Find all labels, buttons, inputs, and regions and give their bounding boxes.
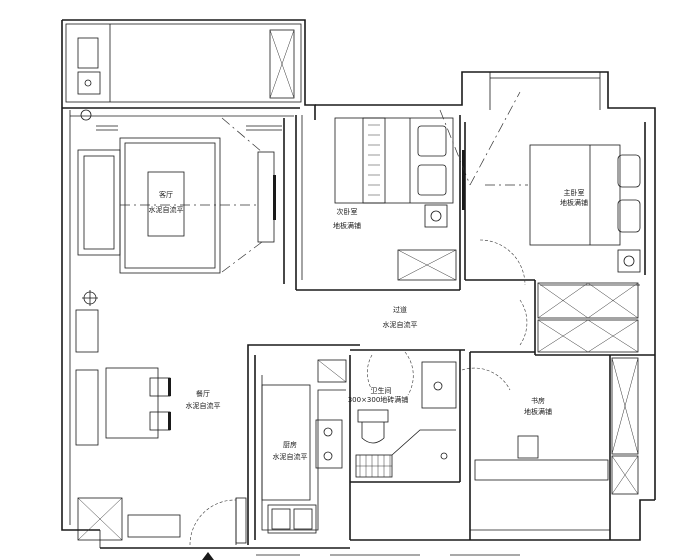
master-bedroom [464, 91, 646, 286]
outer-walls [61, 19, 656, 549]
corridor [519, 280, 655, 356]
dining-floor: 水泥自流平 [186, 401, 221, 410]
bathroom-name: 卫生间 [371, 386, 392, 395]
study [469, 351, 639, 540]
living-room-name: 客厅 [159, 190, 173, 199]
second-bedroom-name: 次卧室 [337, 207, 358, 216]
living-room [77, 37, 285, 284]
second-bedroom-floor: 地板满铺 [333, 221, 361, 230]
radiator [96, 125, 282, 131]
kitchen [247, 344, 360, 545]
kitchen-name: 厨房 [283, 440, 297, 449]
master-bedroom-name: 主卧室 [564, 188, 585, 197]
corridor-name: 过道 [393, 305, 407, 314]
dining-name: 餐厅 [196, 389, 210, 398]
dining-area [75, 290, 247, 560]
living-room-floor: 水泥自流平 [149, 205, 184, 214]
kitchen-floor: 水泥自流平 [273, 452, 308, 461]
second-bedroom [295, 109, 471, 291]
master-bedroom-floor: 地板满铺 [560, 198, 588, 207]
study-floor: 地板满铺 [524, 407, 552, 416]
study-name: 书房 [531, 396, 545, 405]
corridor-floor: 水泥自流平 [383, 320, 418, 329]
bathroom [350, 349, 511, 483]
bathroom-floor: 300×300地砖满铺 [348, 395, 409, 404]
